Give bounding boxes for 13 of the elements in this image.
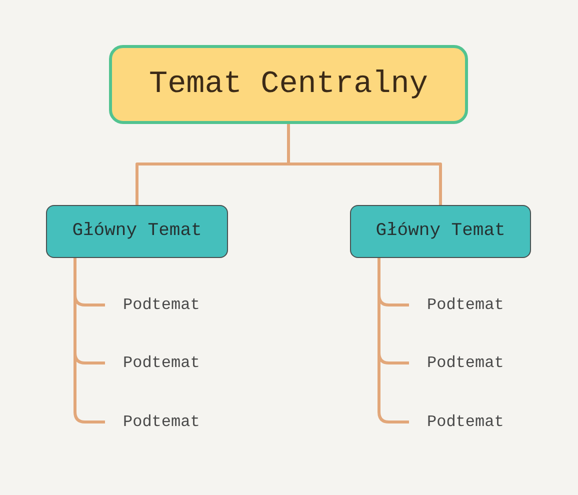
connector-line [287, 124, 442, 205]
main-topic-box [350, 205, 531, 258]
central-topic-box [109, 45, 468, 124]
subtopic-text: Podtemat [427, 296, 504, 314]
subtopic-text: Podtemat [123, 296, 200, 314]
main-topic-text: Główny Temat [376, 221, 506, 242]
main-topic-box [46, 205, 228, 258]
subtopic-text: Podtemat [123, 354, 200, 372]
subtopic-text: Podtemat [427, 412, 504, 432]
central-topic-text: Temat Centralny [148, 66, 428, 102]
subtopic-text: Podtemat [123, 412, 200, 432]
subtopic-text: Podtemat [427, 354, 504, 372]
main-topic-text: Główny Temat [72, 221, 202, 242]
